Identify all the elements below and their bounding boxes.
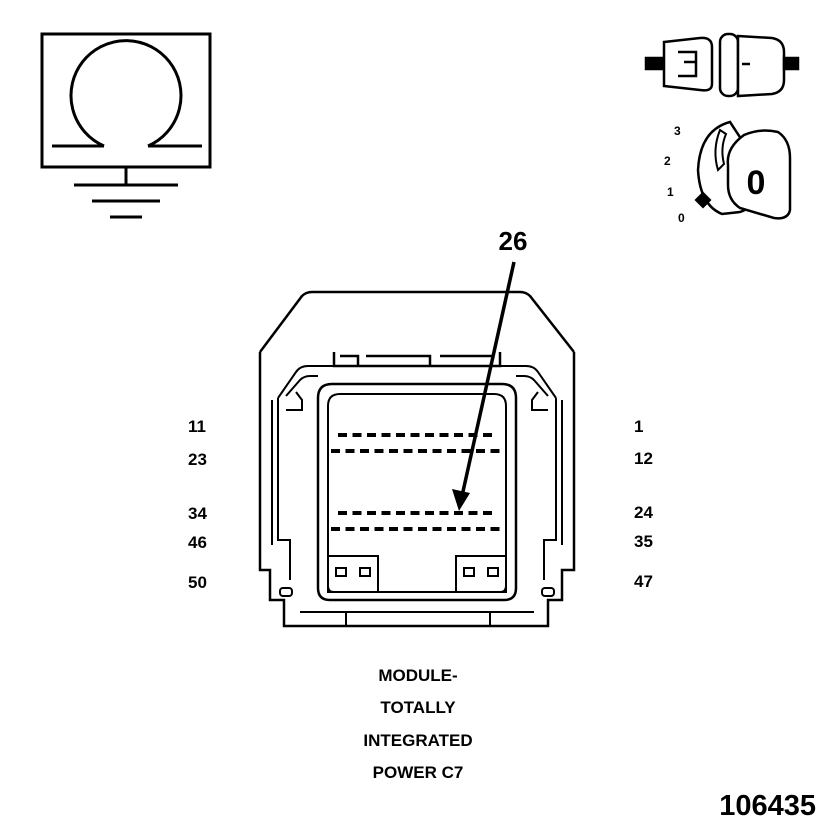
pin-label-right: 1	[634, 417, 643, 436]
figure-number: 106435	[719, 790, 816, 822]
terminal-slot	[396, 511, 405, 515]
terminal-slot	[476, 449, 485, 453]
terminal-slot	[468, 511, 478, 515]
terminal-slot	[432, 527, 442, 531]
terminal-slot	[389, 527, 398, 531]
terminal-slot	[483, 511, 492, 515]
terminal-slot	[352, 511, 362, 515]
terminal-slot	[331, 527, 340, 531]
pin-label-right: 35	[634, 532, 653, 551]
terminal-slot	[425, 511, 434, 515]
connector-caption: MODULE- TOTALLY INTEGRATED POWER C7	[363, 666, 472, 782]
ignition-position-3: 3	[674, 124, 681, 138]
pin-labels-right: 1 12 24 35 47	[634, 417, 653, 591]
terminal-slot	[403, 449, 413, 453]
terminal-rows	[331, 433, 500, 531]
terminal-slot	[410, 433, 420, 437]
pin-label-left: 23	[188, 450, 207, 469]
terminal-slot	[490, 449, 500, 453]
ignition-position-2: 2	[664, 154, 671, 168]
caption-line: INTEGRATED	[363, 731, 472, 750]
terminal-slot	[454, 511, 463, 515]
pin-labels-left: 11 23 34 46 50	[188, 417, 207, 592]
pin-label-right: 47	[634, 572, 653, 591]
terminal-slot	[360, 449, 369, 453]
terminal-slot	[468, 433, 478, 437]
pin-label-right: 12	[634, 449, 653, 468]
terminal-slot	[374, 527, 384, 531]
unplugged-connector-icon	[644, 32, 800, 98]
pin-label-left: 50	[188, 573, 207, 592]
terminal-slot	[454, 433, 463, 437]
ignition-position-1: 1	[667, 185, 674, 199]
terminal-slot	[418, 449, 427, 453]
ignition-key-label: 0	[747, 164, 766, 202]
pin-label-left: 11	[188, 417, 206, 436]
connector-body	[258, 290, 576, 628]
terminal-slot	[360, 527, 369, 531]
terminal-slot	[345, 449, 355, 453]
terminal-slot	[389, 449, 398, 453]
pin-label-right: 24	[634, 503, 653, 522]
terminal-slot	[447, 527, 456, 531]
ignition-position-0: 0	[678, 211, 685, 225]
pin-26-pointer: 26	[452, 226, 527, 511]
terminal-slot	[381, 511, 391, 515]
pointer-arrowhead	[452, 489, 470, 511]
terminal-slot	[338, 433, 347, 437]
terminal-slot	[331, 449, 340, 453]
terminal-slot	[374, 449, 384, 453]
pointer-label: 26	[499, 226, 528, 256]
terminal-slot	[381, 433, 391, 437]
terminal-slot	[367, 433, 376, 437]
terminal-slot	[439, 433, 449, 437]
ignition-key-icon: 0 3 2 1 0	[664, 120, 792, 225]
terminal-slot	[461, 527, 471, 531]
terminal-slot	[461, 449, 471, 453]
terminal-slot	[410, 511, 420, 515]
terminal-slot	[352, 433, 362, 437]
terminal-slot	[432, 449, 442, 453]
terminal-slot	[418, 527, 427, 531]
terminal-slot	[483, 433, 492, 437]
caption-line: POWER C7	[373, 763, 464, 782]
pin-label-left: 46	[188, 533, 207, 552]
terminal-slot	[403, 527, 413, 531]
caption-line: TOTALLY	[380, 698, 456, 717]
pin-label-left: 34	[188, 504, 207, 523]
caption-line: MODULE-	[378, 666, 457, 685]
terminal-slot	[396, 433, 405, 437]
terminal-slot	[425, 433, 434, 437]
terminal-slot	[345, 527, 355, 531]
terminal-slot	[338, 511, 347, 515]
terminal-slot	[367, 511, 376, 515]
terminal-slot	[447, 449, 456, 453]
ohm-meter-ground-icon	[40, 32, 212, 219]
terminal-slot	[476, 527, 485, 531]
terminal-slot	[439, 511, 449, 515]
terminal-slot	[490, 527, 500, 531]
